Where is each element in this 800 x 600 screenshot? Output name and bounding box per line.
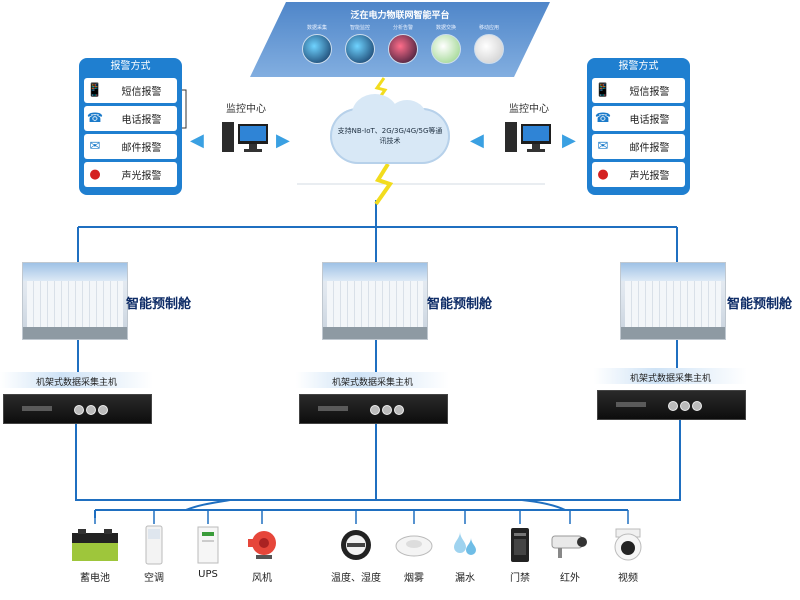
iot-platform-banner: 泛在电力物联网智能平台 数据采集 智能监控 分析告警 数据交换 移动应用 [250,2,550,77]
server-icon [302,34,332,64]
mail-icon: ✉ [89,139,101,154]
device-air-conditioner: 空调 [124,525,184,584]
network-cloud: 支持NB-IoT、2G/3G/4G/5G等通讯技术 [330,94,450,172]
fan-icon [232,525,292,565]
smoke-detector-icon [384,525,444,565]
alarm-telephone: ☎ 电话报警 [84,106,177,131]
device-ups: UPS [178,525,238,580]
monitor-center-left-label: 监控中心 [226,104,266,115]
platform-title: 泛在电力物联网智能平台 [350,11,450,21]
rack-host-label: 机架式数据采集主机 [629,374,711,384]
access-control-icon [490,525,550,565]
rack-host-label: 机架式数据采集主机 [35,378,117,388]
alarm-panel-title: 报警方式 [110,61,151,72]
camera-icon [598,525,658,565]
exchange-icon [431,34,461,64]
rack-data-collector: 机架式数据采集主机 [594,368,747,428]
arrow-right-icon: ▶ [562,130,576,151]
mail-icon: ✉ [597,139,609,154]
device-infrared: 红外 [540,525,600,584]
siren-icon: ● [597,167,609,182]
device-fan: 风机 [232,525,292,584]
alarm-sms: 📱 短信报警 [592,78,685,103]
network-cloud-text: 支持NB-IoT、2G/3G/4G/5G等通讯技术 [337,127,443,145]
rack-data-collector: 机架式数据采集主机 [296,372,449,432]
platform-item-mobile-app: 移动应用 [470,24,508,64]
alarm-email: ✉ 邮件报警 [84,134,177,159]
monitor-center-right-label: 监控中心 [509,104,549,115]
device-access-control: 门禁 [490,525,550,584]
prefab-cabin-image [322,262,428,340]
rack-data-collector: 机架式数据采集主机 [0,372,153,432]
rack-host-device [299,394,448,424]
alarm-panel-title: 报警方式 [618,61,659,72]
phone-icon: 📱 [594,83,612,98]
platform-item-analysis-alarm: 分析告警 [384,24,422,64]
arrow-left-icon: ◀ [470,130,484,151]
arrow-left-icon: ◀ [190,130,204,151]
phone-icon: 📱 [86,83,104,98]
platform-item-data-collection: 数据采集 [298,24,336,64]
platform-item-smart-monitor: 智能监控 [341,24,379,64]
cabin-label: 智能预制舱 [427,297,493,312]
computer-icon [222,122,268,152]
telephone-icon: ☎ [86,111,104,126]
lightning-bottom-icon [374,162,394,206]
device-water-leak: 漏水 [435,525,495,584]
computer-icon [505,122,551,152]
alarm-sound-light: ● 声光报警 [592,162,685,187]
water-drop-icon [435,525,495,565]
thermometer-icon [326,525,386,565]
mobile-icon [474,34,504,64]
prefab-cabin-image [620,262,726,340]
alarm-sound-light: ● 声光报警 [84,162,177,187]
device-temp-humidity: 温度、湿度 [326,525,386,584]
alarm-panel-right: 报警方式 📱 短信报警 ☎ 电话报警 ✉ 邮件报警 ● 声光报警 [587,58,690,195]
rack-host-label: 机架式数据采集主机 [331,378,413,388]
alarm-sms: 📱 短信报警 [84,78,177,103]
alarm-panel-left: 报警方式 📱 短信报警 ☎ 电话报警 ✉ 邮件报警 ● 声光报警 [79,58,182,195]
battery-icon [65,525,125,565]
circuit-icon [345,34,375,64]
device-smoke: 烟雾 [384,525,444,584]
air-conditioner-icon [124,525,184,565]
cabin-label: 智能预制舱 [126,297,192,312]
telephone-icon: ☎ [594,111,612,126]
prefab-cabin-image [22,262,128,340]
rack-host-device [3,394,152,424]
infrared-icon [540,525,600,565]
siren-icon: ● [89,167,101,182]
ups-icon [178,525,238,565]
cabin-label: 智能预制舱 [727,297,793,312]
device-video: 视频 [598,525,658,584]
alarm-email: ✉ 邮件报警 [592,134,685,159]
analysis-icon [388,34,418,64]
arrow-right-icon: ▶ [276,130,290,151]
platform-item-data-exchange: 数据交换 [427,24,465,64]
rack-host-device [597,390,746,420]
alarm-telephone: ☎ 电话报警 [592,106,685,131]
device-battery: 蓄电池 [65,525,125,584]
